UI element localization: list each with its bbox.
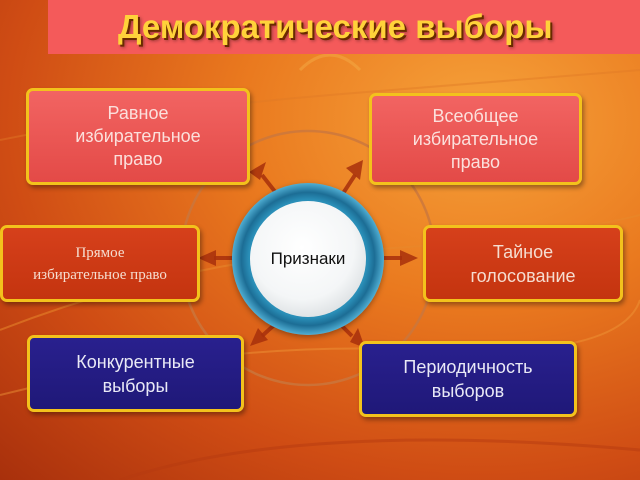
title-bar	[48, 0, 640, 54]
box-secret-line2: голосование	[470, 265, 576, 286]
arrow-down-left-icon	[250, 328, 268, 346]
box-competitive-elections: Конкурентные выборы	[27, 335, 244, 412]
box-equal-line1: Равное	[107, 103, 169, 123]
box-equal-suffrage: Равное избирательное право	[26, 88, 250, 185]
box-direct-line2: избирательное право	[33, 266, 167, 283]
box-periodic-line1: Периодичность	[403, 357, 533, 377]
box-universal-line1: Всеобщее	[432, 105, 519, 126]
arrow-up-right-icon	[346, 160, 363, 180]
slide-title: Демократические выборы	[118, 8, 553, 45]
center-label: Признаки	[270, 249, 346, 268]
box-universal-line2: избирательное	[412, 128, 539, 149]
box-secret-ballot: Тайное голосование	[423, 225, 623, 302]
arrow-right-icon	[400, 250, 418, 266]
box-periodic-line2: выборов	[431, 381, 505, 401]
box-universal-suffrage: Всеобщее избирательное право	[369, 93, 582, 185]
box-periodic-elections: Периодичность выборов	[359, 341, 577, 417]
arrow-left-icon	[198, 250, 216, 266]
box-direct-line1: Прямое	[75, 244, 125, 261]
box-secret-line1: Тайное	[492, 241, 554, 262]
box-competitive-line2: выборы	[102, 375, 169, 396]
box-equal-line3: право	[113, 149, 163, 169]
box-universal-line3: право	[450, 151, 501, 172]
box-direct-suffrage: Прямое избирательное право	[0, 225, 200, 302]
arrow-up-left-icon	[249, 162, 266, 180]
box-equal-line2: избирательное	[75, 126, 201, 146]
center-circle: Признаки	[250, 201, 366, 317]
box-competitive-line1: Конкурентные	[76, 351, 195, 372]
